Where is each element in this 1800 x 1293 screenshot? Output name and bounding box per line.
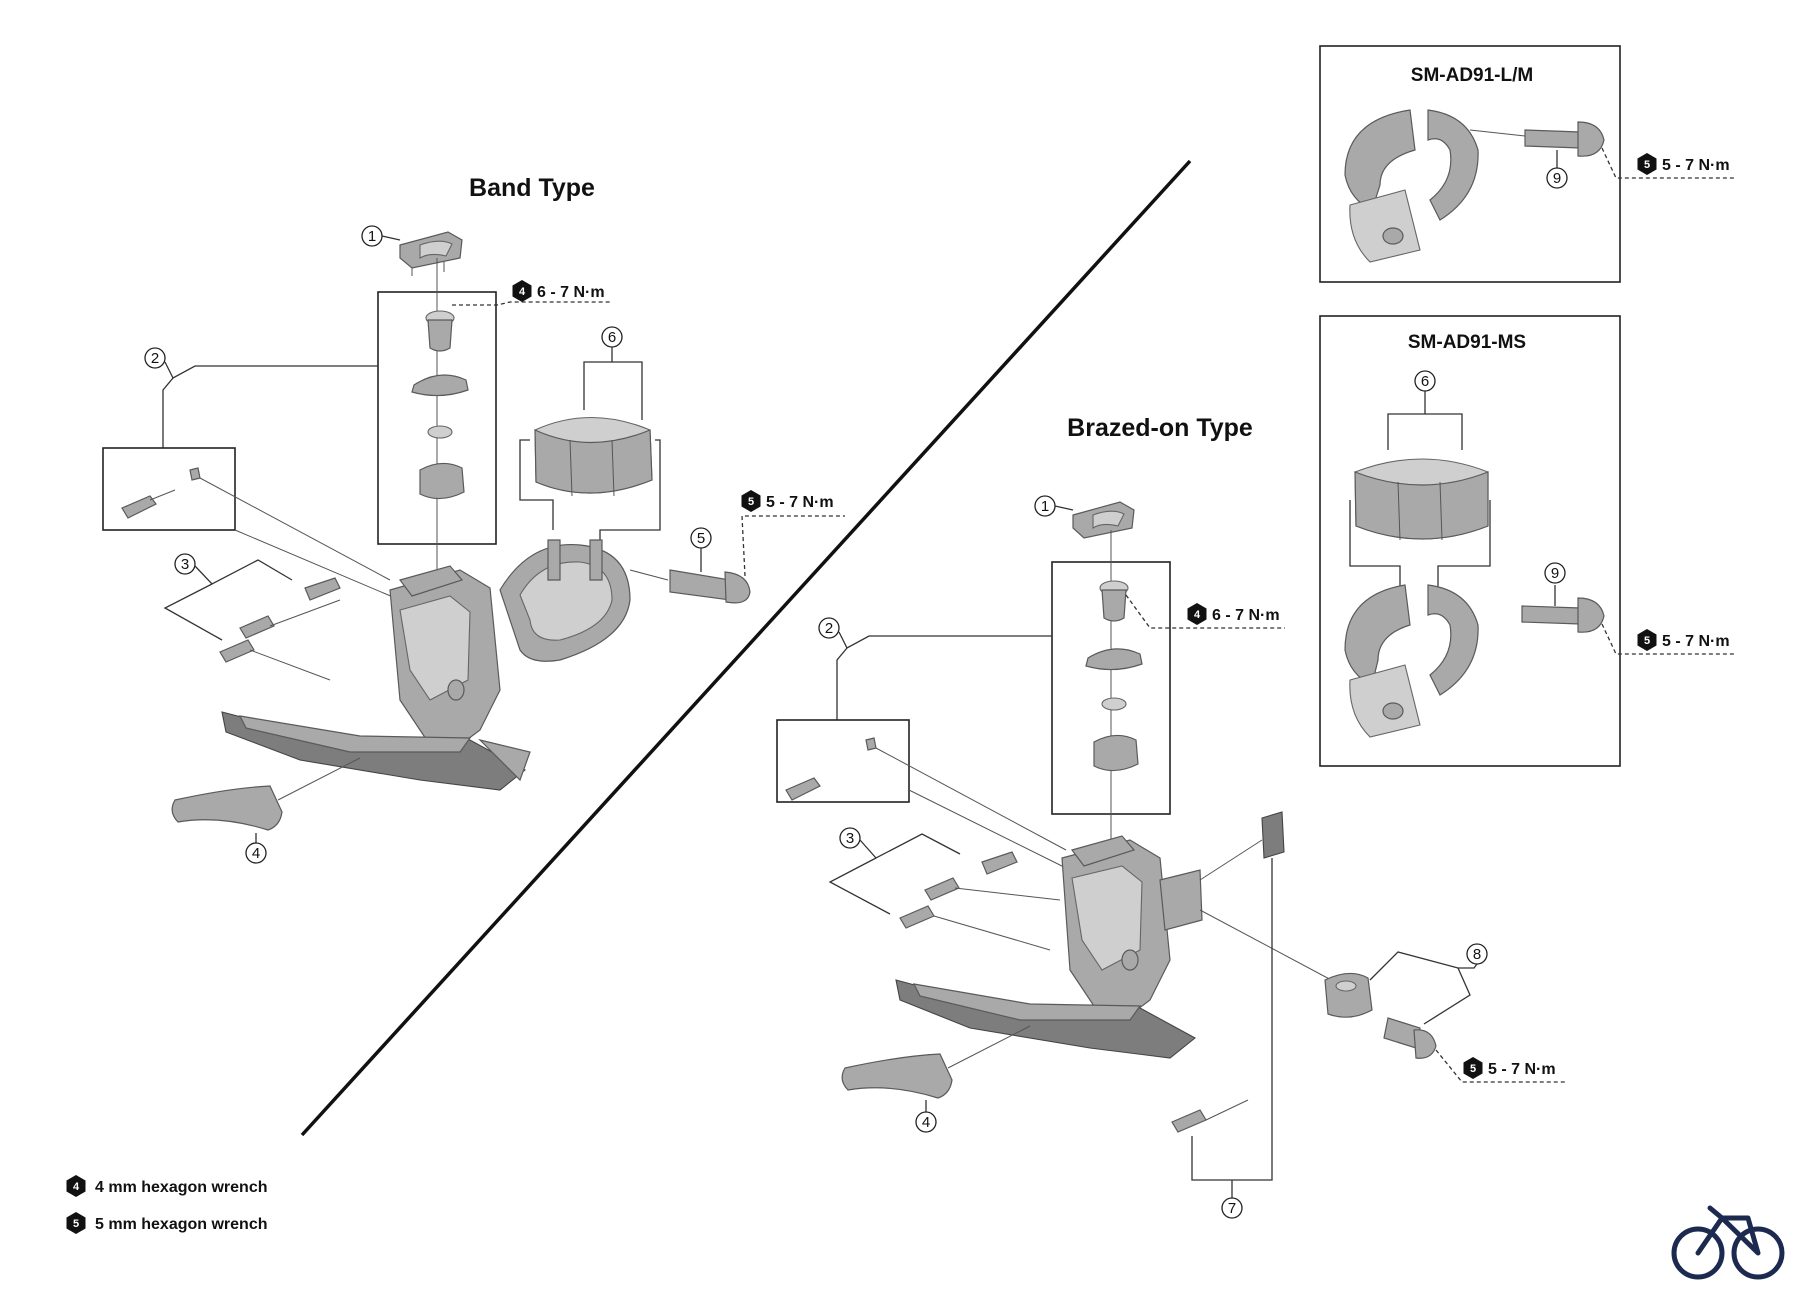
brazed-spacer-plate xyxy=(1261,811,1285,859)
callout-5: 5 xyxy=(697,530,705,547)
brazed-mount-tool: 5 xyxy=(1470,1063,1476,1075)
brazed-callout-2: 2 xyxy=(825,620,833,637)
band-clamp-torque: 6 - 7 N·m xyxy=(537,284,605,301)
band-type-title: Band Type xyxy=(469,174,595,202)
brazed-callout-7: 7 xyxy=(1228,1200,1236,1217)
callout-6: 6 xyxy=(608,329,616,346)
callout-circle-2 xyxy=(144,347,166,369)
brazed-callout-8: 8 xyxy=(1473,946,1481,963)
brazed-mount-torque: 5 - 7 N·m xyxy=(1488,1061,1556,1078)
band-derailleur-body xyxy=(221,565,531,791)
brazed-type-title: Brazed-on Type xyxy=(1067,414,1253,442)
band-bolt-plate xyxy=(304,577,341,601)
band-adjust-pin xyxy=(121,495,157,519)
band-clamp xyxy=(499,539,631,662)
brazed-derailleur-body xyxy=(895,835,1203,1059)
ms-torque: 5 - 7 N·m xyxy=(1662,633,1730,650)
ms-bolt xyxy=(1521,605,1581,625)
lm-clamp xyxy=(1344,109,1479,263)
legend-label-5: 5 mm hexagon wrench xyxy=(95,1216,268,1233)
legend-tool-4: 4 xyxy=(73,1181,80,1193)
callout-circle-ms9 xyxy=(1544,562,1566,584)
ms-tool: 5 xyxy=(1644,635,1650,647)
brazed-clamp-tool: 4 xyxy=(1194,609,1201,621)
band-cable-cover xyxy=(399,231,463,276)
brazed-small-parts-box xyxy=(776,719,910,803)
ms-callout-6: 6 xyxy=(1421,373,1429,390)
legend-tool-5: 5 xyxy=(73,1218,79,1230)
callout-1: 1 xyxy=(368,228,376,245)
brazed-clamp-bolt xyxy=(1085,580,1143,772)
band-small-parts-box xyxy=(102,447,236,531)
brazed-callout-4: 4 xyxy=(922,1114,930,1131)
band-clamp-bolt-5 xyxy=(669,569,751,604)
brazed-callout-3: 3 xyxy=(846,830,854,847)
sm-ad91-lm-title: SM-AD91-L/M xyxy=(1411,65,1533,86)
callout-4: 4 xyxy=(252,845,260,862)
brazed-link-cover xyxy=(841,1053,953,1099)
ms-shim xyxy=(1354,458,1489,541)
band-clamp-tool: 4 xyxy=(519,286,526,298)
callout-circle-3 xyxy=(174,553,196,575)
callout-circle-4 xyxy=(245,842,267,864)
callout-circle-lm9 xyxy=(1546,167,1568,189)
legend-label-4: 4 mm hexagon wrench xyxy=(95,1179,268,1196)
brazed-support-bolt xyxy=(1171,1109,1207,1133)
callout-2: 2 xyxy=(151,350,159,367)
brazed-clamp-torque: 6 - 7 N·m xyxy=(1212,607,1280,624)
lm-tool: 5 xyxy=(1644,159,1650,171)
lm-callout-9: 9 xyxy=(1553,170,1561,187)
callout-circle-b3 xyxy=(839,827,861,849)
band-shim xyxy=(534,416,653,497)
brazed-cable-cover xyxy=(1072,501,1135,539)
brazed-mount-adapter xyxy=(1324,972,1437,1059)
sm-ad91-lm-box xyxy=(1319,45,1621,283)
band-band-torque: 5 - 7 N·m xyxy=(766,494,834,511)
ms-clamp xyxy=(1344,584,1479,738)
section-divider xyxy=(300,159,1192,1137)
sm-ad91-ms-title: SM-AD91-MS xyxy=(1408,332,1526,353)
callout-circle-b7 xyxy=(1221,1197,1243,1219)
lm-bolt xyxy=(1524,129,1581,149)
callout-3: 3 xyxy=(181,556,189,573)
lm-torque: 5 - 7 N·m xyxy=(1662,157,1730,174)
callout-circle-b4 xyxy=(915,1111,937,1133)
brazed-callout-1: 1 xyxy=(1041,498,1049,515)
band-clamp-bolt xyxy=(411,310,469,500)
ms-callout-9: 9 xyxy=(1551,565,1559,582)
callout-circle-b2 xyxy=(818,617,840,639)
band-link-cover xyxy=(171,785,283,831)
sm-ad91-ms-box xyxy=(1319,315,1621,767)
band-band-tool: 5 xyxy=(748,496,754,508)
bicycle-icon xyxy=(1671,1205,1785,1280)
